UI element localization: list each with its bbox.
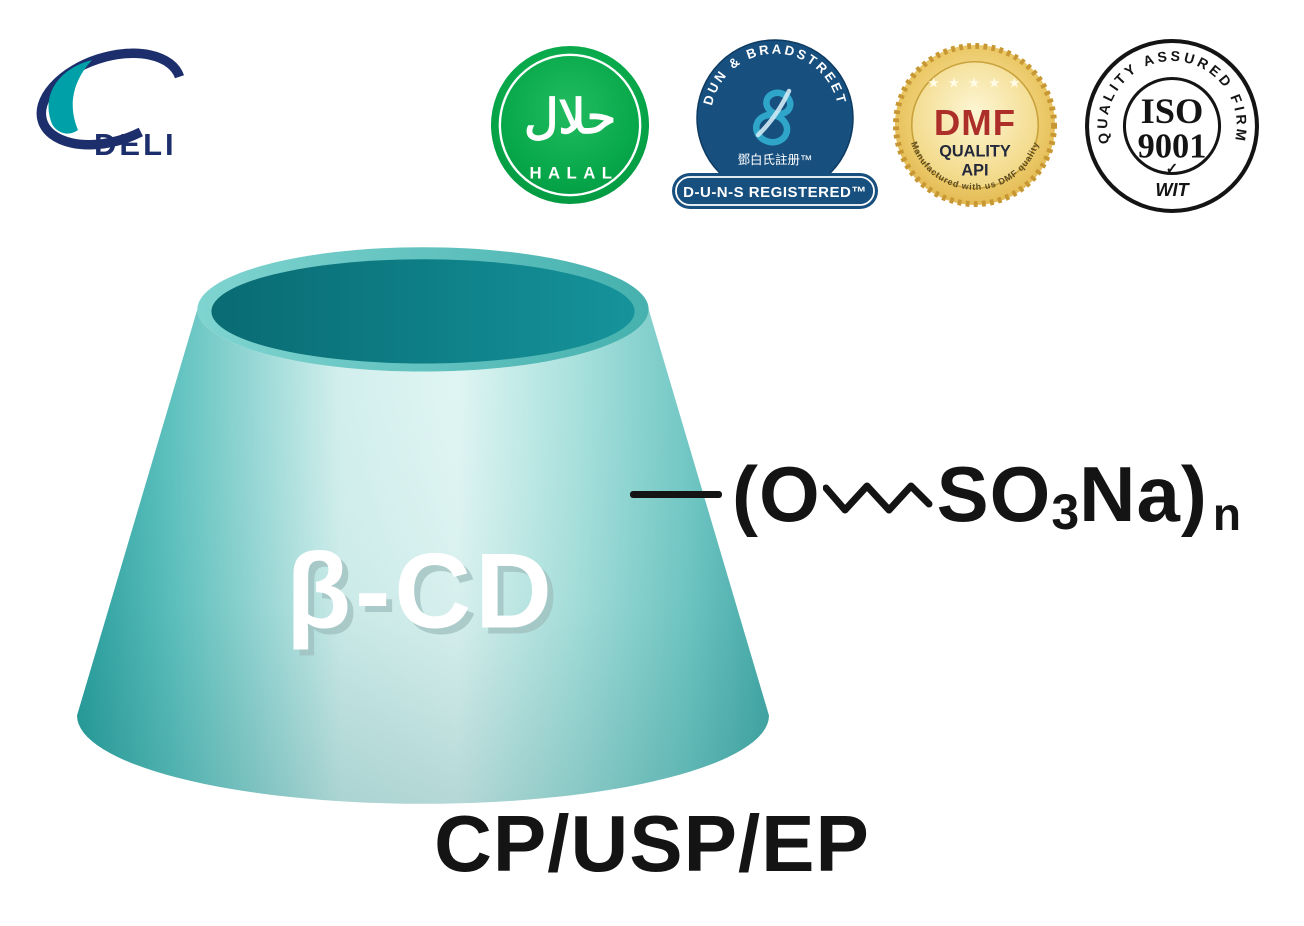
deli-logo-leaf-icon (48, 60, 92, 134)
dnb-banner (672, 173, 878, 209)
formula-subscript-3: 3 (1051, 484, 1080, 540)
dnb-badge: DUN & BRADSTREET 鄧白氏註册™ D-U-N-S REGISTER… (672, 39, 878, 209)
iso-outer-ring-icon (1085, 39, 1259, 213)
iso-wordmark: WIT (1155, 180, 1190, 200)
cone-label-shadow: β-CD (292, 537, 562, 656)
cyclodextrin-cone: β-CD β-CD (77, 247, 769, 804)
halal-label: HALAL (529, 163, 618, 182)
cone-body-shading (77, 309, 769, 804)
cone-label: β-CD (286, 531, 556, 650)
dmf-inner-face (910, 60, 1040, 190)
substituent-formula: (O SO 3 Na) n (630, 436, 1241, 552)
iso-title: ISO (1141, 91, 1204, 131)
halal-arabic-text: حلال (524, 91, 616, 144)
iso-checkmark-icon: ✓ (1166, 161, 1179, 178)
formula-salt: Na) (1079, 450, 1208, 538)
dmf-stars-icon: ★ ★ ★ ★ ★ (927, 74, 1022, 90)
deli-logo: DELI (36, 48, 186, 162)
iso-number: 9001 (1138, 127, 1207, 165)
iso-badge: QUALITY ASSURED FIRM ISO 9001 ✓ WIT (1085, 39, 1259, 213)
dnb-banner-border-icon (675, 176, 875, 206)
cone-opening (211, 259, 635, 364)
bond-line-icon (630, 490, 722, 498)
halal-badge: حلال HALAL (490, 45, 650, 205)
pharmacopoeia-grades: CP/USP/EP (434, 799, 870, 888)
dmf-scalloped-edge-icon (892, 42, 1058, 208)
dmf-badge: ★ ★ ★ ★ ★ DMF QUALITY API Manufactured w… (892, 42, 1058, 208)
zigzag-bond-icon (822, 482, 933, 514)
dnb-cn-text: 鄧白氏註册™ (737, 152, 812, 167)
dmf-quality-label: QUALITY (939, 143, 1011, 161)
dnb-banner-text: D-U-N-S REGISTERED™ (683, 184, 867, 201)
formula-index-n: n (1212, 488, 1241, 540)
formula-open: (O (732, 450, 821, 538)
formula-group: SO (936, 450, 1052, 538)
iso-inner-ring-icon (1122, 76, 1222, 176)
dnb-emblem-highlight-icon (755, 88, 792, 138)
deli-logo-text: DELI (94, 127, 177, 162)
halal-inner-ring-icon (498, 53, 642, 197)
dmf-api-label: API (961, 161, 988, 179)
dmf-title: DMF (934, 102, 1016, 143)
halal-circle (490, 45, 650, 205)
